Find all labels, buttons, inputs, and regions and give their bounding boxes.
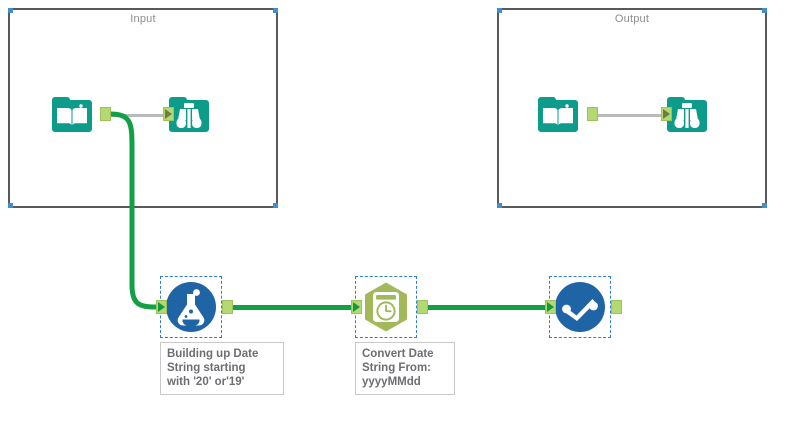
- container-corner-handle[interactable]: [762, 203, 767, 208]
- output-input-to-browse-connection[interactable]: [596, 114, 666, 117]
- formula-output-port[interactable]: [222, 300, 233, 314]
- input-container-title: Input: [130, 13, 156, 25]
- datetime-input-port[interactable]: [351, 300, 362, 314]
- datetime-output-port[interactable]: [417, 300, 428, 314]
- output-container[interactable]: Output: [497, 8, 767, 208]
- formula-input-port[interactable]: [156, 300, 167, 314]
- browse-input-port[interactable]: [661, 107, 672, 121]
- container-corner-handle[interactable]: [8, 203, 13, 208]
- output-data-output-port[interactable]: [587, 107, 598, 121]
- container-corner-handle[interactable]: [273, 8, 278, 13]
- select-output-port[interactable]: [611, 300, 622, 314]
- input-data-icon: [538, 97, 578, 132]
- clock-datetime-icon: [365, 282, 407, 332]
- flask-formula-icon: [166, 282, 216, 332]
- container-corner-handle[interactable]: [8, 8, 13, 13]
- datetime-to-select-connection[interactable]: [427, 305, 546, 310]
- formula-to-datetime-connection[interactable]: [232, 305, 352, 310]
- select-input-port[interactable]: [545, 300, 556, 314]
- datetime-annotation: Convert Date String From: yyyyMMdd: [355, 342, 455, 395]
- output-data-tool[interactable]: [534, 90, 582, 138]
- output-container-title: Output: [614, 13, 650, 25]
- formula-annotation: Building up Date String starting with '2…: [160, 342, 284, 395]
- container-corner-handle[interactable]: [497, 8, 502, 13]
- browse-tool[interactable]: [663, 90, 711, 138]
- browse-input-port[interactable]: [163, 107, 174, 121]
- input-data-output-port[interactable]: [100, 107, 111, 121]
- binoculars-browse-icon: [169, 97, 209, 132]
- input-data-tool[interactable]: [48, 90, 96, 138]
- input-data-icon: [52, 97, 92, 132]
- container-corner-handle[interactable]: [497, 203, 502, 208]
- container-corner-handle[interactable]: [762, 8, 767, 13]
- container-corner-handle[interactable]: [273, 203, 278, 208]
- check-select-icon: [555, 282, 605, 332]
- browse-tool[interactable]: [165, 90, 213, 138]
- binoculars-browse-icon: [667, 97, 707, 132]
